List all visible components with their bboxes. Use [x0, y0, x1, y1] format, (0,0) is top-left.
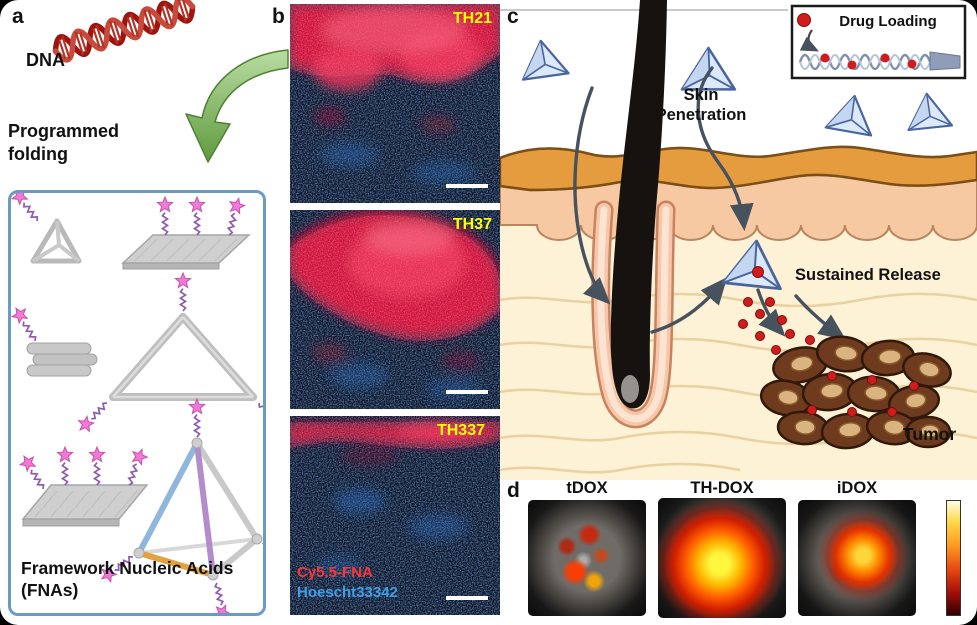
ivis-image-idox — [798, 500, 916, 616]
fna-caption: Framework Nucleic Acids (FNAs) — [21, 558, 234, 600]
programmed-folding-label: Programmed folding — [8, 121, 120, 165]
fna-tetrahedron — [516, 36, 570, 81]
micrograph-th21 — [290, 4, 500, 203]
dna-duplex-icon — [798, 53, 932, 71]
fna-structures — [11, 193, 263, 613]
dna-sheet-small — [121, 196, 251, 270]
hair-shaft — [610, 0, 667, 409]
dna-rod-bundle — [11, 304, 98, 377]
dna-label: DNA — [26, 50, 65, 70]
fna-tetrahedron — [824, 90, 879, 137]
skin-penetration-label: Skin Penetration — [655, 86, 747, 124]
sample-label-idox: iDOX — [836, 479, 878, 497]
fna-box: Framework Nucleic Acids (FNAs) — [8, 190, 266, 616]
sample-label-thdox: TH-DOX — [690, 479, 754, 497]
panel-c-label: c — [507, 5, 519, 28]
micrograph-label-th337: TH337 — [436, 422, 485, 439]
penetration-arrows — [573, 66, 847, 340]
ivis-image-tdox — [528, 500, 646, 616]
micrograph-th337 — [290, 416, 500, 615]
micrograph-label-th21: TH21 — [452, 10, 492, 27]
dna-sheet-large — [17, 447, 149, 527]
drug-dot-icon — [797, 13, 811, 27]
scale-bar — [446, 184, 488, 188]
hair-bulb — [621, 375, 639, 403]
released-drug-dots — [738, 297, 815, 357]
fluorescence-legend: Cy5.5-FNA Hoescht33342 — [297, 563, 398, 604]
dna-tetrahedron-wireframe — [98, 399, 263, 613]
folding-arrow-icon — [185, 49, 289, 163]
micrograph-label-th37: TH37 — [452, 216, 492, 233]
tumor-label: Tumor — [903, 424, 957, 444]
hair-follicle — [591, 200, 676, 429]
sustained-release-label: Sustained Release — [795, 266, 941, 284]
sample-label-tdox: tDOX — [566, 479, 608, 497]
panel-a-label: a — [12, 5, 24, 28]
small-tetrahedron — [11, 193, 82, 264]
drug-dot-icon — [752, 266, 764, 278]
drug-loading-inset — [790, 4, 967, 80]
ivis-image-thdox — [658, 498, 786, 618]
scale-bar — [446, 390, 488, 394]
dna-triangle — [75, 273, 263, 435]
dna-helix-icon — [52, 0, 196, 63]
skin-penetration-scene — [500, 0, 977, 480]
panel-d-label: d — [507, 479, 520, 502]
heatmap-colorbar — [946, 500, 961, 616]
scale-bar — [446, 596, 488, 600]
micrograph-th37 — [290, 210, 500, 409]
drug-loading-label: Drug Loading — [839, 13, 937, 30]
tumor-cells — [759, 335, 952, 450]
legend-cy55: Cy5.5-FNA — [297, 564, 373, 581]
panel-b-label: b — [272, 5, 285, 28]
fna-tetrahedron — [680, 46, 737, 91]
fna-tetrahedron — [903, 90, 954, 132]
legend-hoechst: Hoescht33342 — [297, 584, 398, 602]
